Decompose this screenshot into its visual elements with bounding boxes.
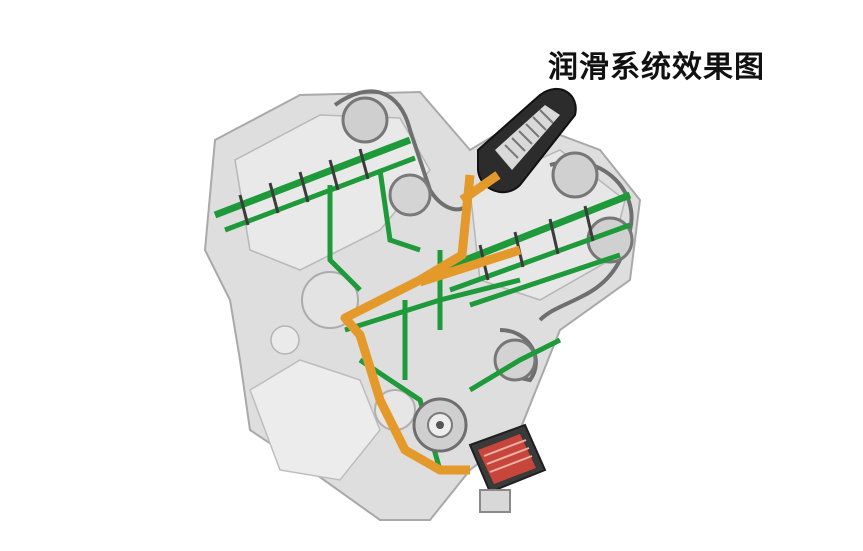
oil-pump-icon — [412, 397, 468, 453]
oil-cooler-icon — [468, 423, 547, 513]
idler-sprocket — [388, 173, 432, 217]
left-cam-sprocket — [341, 96, 389, 144]
left-camshaft-gallery — [213, 136, 421, 292]
figure-title: 润滑系统效果图 — [548, 50, 765, 85]
right-cam-sprocket-upper — [551, 151, 599, 199]
right-camshaft-gallery — [438, 191, 632, 308]
oil-feed-pipe — [340, 171, 522, 475]
